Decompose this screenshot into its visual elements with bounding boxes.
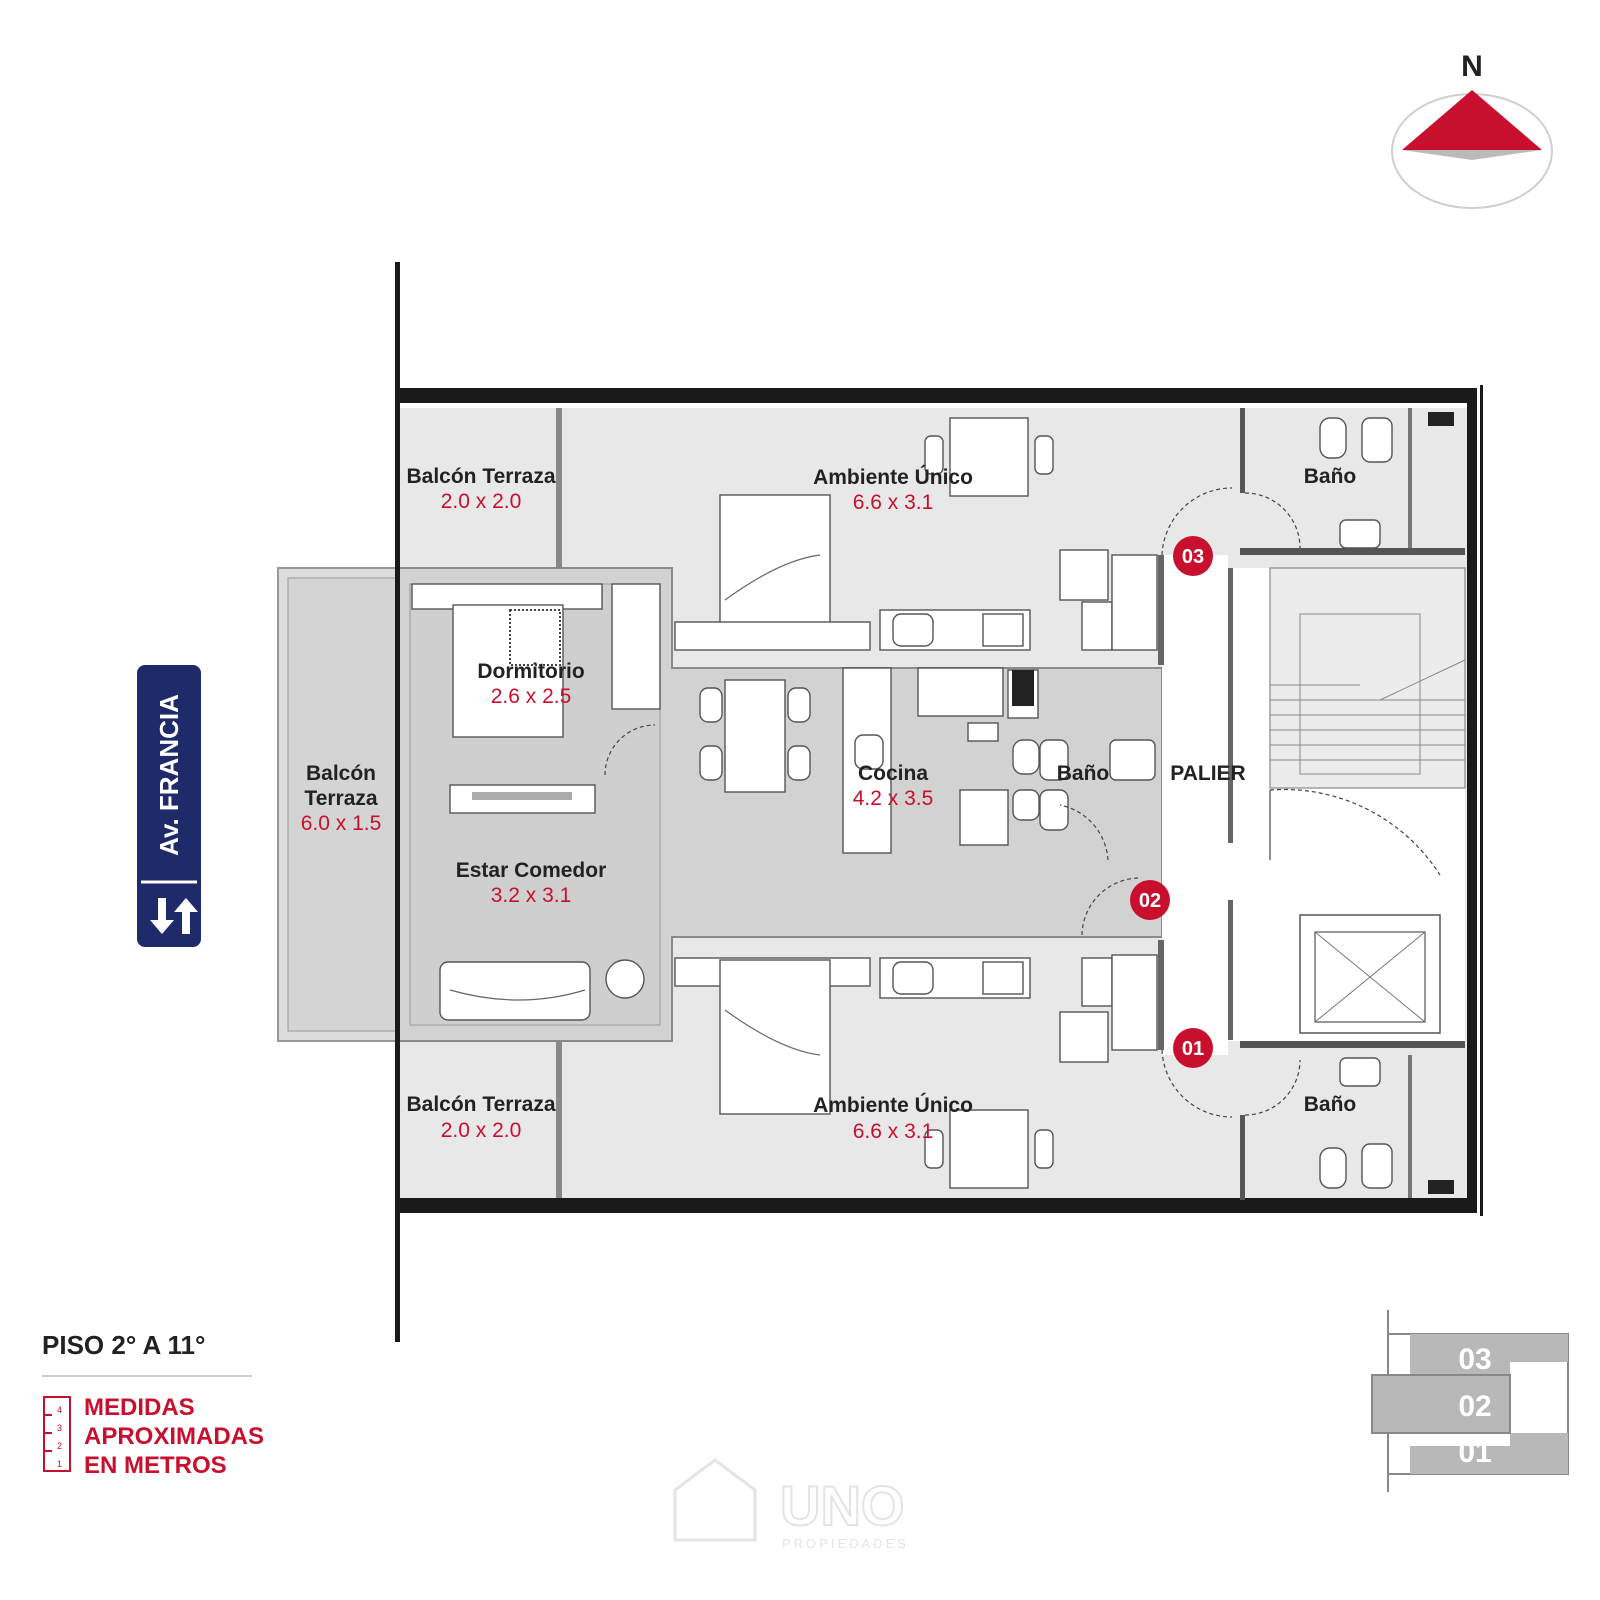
- room-estar-comedor: Estar Comedor 3.2 x 3.1: [456, 859, 607, 907]
- unit-marker-03[interactable]: 03: [1173, 536, 1213, 576]
- unit-marker-01[interactable]: 01: [1173, 1028, 1213, 1068]
- room-bano-bottom: Baño: [1304, 1093, 1357, 1116]
- room-dormitorio: Dormitorio 2.6 x 2.5: [477, 660, 584, 708]
- floor-title: PISO 2° A 11°: [42, 1330, 205, 1360]
- key-plan-unit: 01: [1458, 1436, 1491, 1469]
- unit-marker-label: 02: [1139, 890, 1161, 912]
- note-line-3: EN METROS: [84, 1452, 227, 1479]
- key-plan: 03 02 01: [1371, 1310, 1569, 1492]
- watermark-brand: UNO: [780, 1474, 904, 1537]
- floor-legend: PISO 2° A 11° 4 3 2 1 MEDIDAS APROXIMADA…: [42, 1330, 264, 1479]
- room-name-line1: Balcón: [306, 762, 376, 785]
- room-name: Balcón Terraza: [407, 1093, 556, 1116]
- room-dims: 2.6 x 2.5: [491, 685, 572, 708]
- room-name: Baño: [1304, 1093, 1357, 1116]
- room-ambiente-unico-bottom: Ambiente Único 6.6 x 3.1: [813, 1093, 973, 1143]
- unit-marker-02[interactable]: 02: [1130, 880, 1170, 920]
- room-dims: 2.0 x 2.0: [441, 490, 522, 513]
- room-name: Ambiente Único: [813, 465, 973, 489]
- room-name: Cocina: [858, 762, 928, 785]
- watermark: UNO PROPIEDADES: [673, 1458, 909, 1551]
- north-arrow-icon: [1402, 90, 1542, 150]
- room-name: Dormitorio: [477, 660, 584, 683]
- room-ambiente-unico-top: Ambiente Único 6.6 x 3.1: [813, 465, 973, 514]
- unit-marker-label: 03: [1182, 546, 1204, 568]
- room-dims: 3.2 x 3.1: [491, 884, 572, 907]
- walls: [395, 262, 1483, 1342]
- room-bano-mid: Baño: [1057, 762, 1110, 785]
- room-dims: 6.6 x 3.1: [853, 1120, 934, 1143]
- room-palier: PALIER: [1170, 762, 1245, 785]
- note-line-2: APROXIMADAS: [84, 1423, 264, 1450]
- unit-marker-label: 01: [1182, 1038, 1204, 1060]
- room-name: PALIER: [1170, 762, 1245, 785]
- room-name: Balcón Terraza: [407, 465, 556, 488]
- room-name: Baño: [1057, 762, 1110, 785]
- room-dims: 4.2 x 3.5: [853, 787, 934, 810]
- room-balcon-terraza-left: Balcón Terraza 6.0 x 1.5: [301, 762, 382, 835]
- room-name: Baño: [1304, 465, 1357, 488]
- room-dims: 6.6 x 3.1: [853, 491, 934, 514]
- ruler-mark: 1: [57, 1459, 62, 1469]
- north-compass: N: [1391, 50, 1553, 209]
- key-plan-unit: 02: [1458, 1390, 1491, 1423]
- room-fills: [277, 408, 1467, 1198]
- street-sign: Av. FRANCIA: [137, 665, 201, 947]
- house-logo-icon: [673, 1458, 757, 1542]
- room-name: Estar Comedor: [456, 859, 607, 882]
- ruler-mark: 4: [57, 1405, 62, 1415]
- ruler-icon: 4 3 2 1: [43, 1396, 71, 1472]
- room-balcon-terraza-bottom: Balcón Terraza 2.0 x 2.0: [407, 1093, 556, 1142]
- note-line-1: MEDIDAS: [84, 1394, 195, 1421]
- key-plan-unit: 03: [1458, 1343, 1491, 1376]
- room-name: Ambiente Único: [813, 1093, 973, 1117]
- watermark-sub: PROPIEDADES: [782, 1536, 909, 1551]
- room-cocina: Cocina 4.2 x 3.5: [853, 762, 934, 810]
- room-name-line2: Terraza: [304, 787, 377, 810]
- room-balcon-terraza-top: Balcón Terraza 2.0 x 2.0: [407, 465, 556, 513]
- ruler-mark: 2: [57, 1441, 62, 1451]
- north-label: N: [1461, 50, 1483, 83]
- furniture: [411, 412, 1454, 1194]
- room-dims: 6.0 x 1.5: [301, 812, 382, 835]
- two-way-arrows-icon: [150, 898, 198, 934]
- room-bano-top: Baño: [1304, 465, 1357, 488]
- room-dims: 2.0 x 2.0: [441, 1119, 522, 1142]
- ruler-mark: 3: [57, 1423, 62, 1433]
- street-name: Av. FRANCIA: [154, 694, 184, 856]
